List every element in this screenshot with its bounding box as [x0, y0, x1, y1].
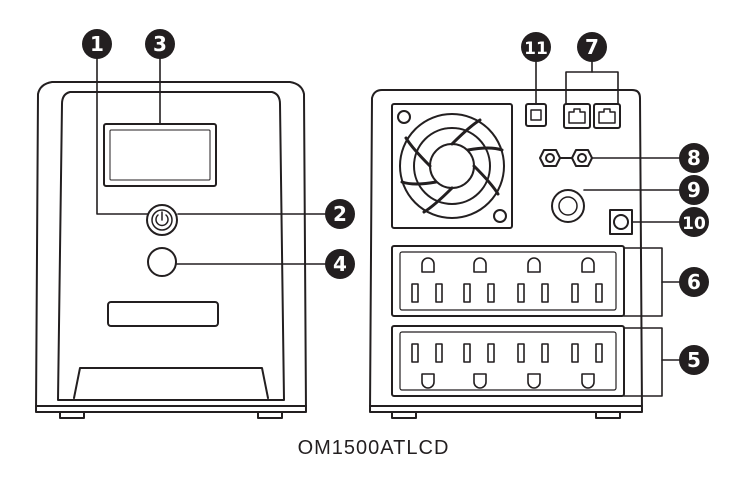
fan-grille-middle [413, 127, 491, 205]
svg-text:4: 4 [333, 252, 347, 276]
callout-7: 7 [577, 32, 607, 62]
callout-1: 1 [82, 29, 112, 59]
outlet-row-upper [411, 257, 603, 303]
svg-text:1: 1 [90, 32, 104, 56]
back-foot-right [595, 411, 621, 419]
front-label-plate [107, 301, 219, 327]
svg-text:8: 8 [687, 146, 701, 170]
usb-port-inner [530, 109, 542, 121]
svg-text:2: 2 [333, 202, 347, 226]
rj45-port-1-jack [568, 108, 586, 124]
circuit-breaker-button [558, 196, 578, 216]
leader-5 [623, 327, 663, 397]
callout-5: 5 [679, 345, 709, 375]
leader-lines [96, 57, 681, 397]
rj45-port-1 [563, 103, 591, 129]
front-foot-left [59, 411, 85, 419]
svg-text:9: 9 [687, 178, 701, 202]
svg-text:3: 3 [153, 32, 167, 56]
outlet-strip-upper [391, 245, 625, 317]
leader-1 [96, 57, 149, 215]
back-outer-shell [369, 89, 643, 413]
callout-8: 8 [679, 143, 709, 173]
callout-4: 4 [325, 249, 355, 279]
outlet-strip-upper-inner [399, 251, 617, 311]
fan-grille-outer [399, 113, 505, 219]
callout-11: 11 [521, 32, 551, 62]
circuit-breaker [551, 189, 585, 223]
leader-7 [565, 71, 619, 105]
fan-blades [400, 118, 504, 214]
callout-3: 3 [145, 29, 175, 59]
front-bezel-bottom [73, 367, 269, 399]
coax-connectors [539, 149, 593, 167]
power-button-inner [151, 209, 173, 231]
front-inner-panel [57, 91, 285, 401]
callout-2: 2 [325, 199, 355, 229]
svg-text:10: 10 [682, 214, 706, 234]
outlet-strip-lower-inner [399, 331, 617, 391]
lcd-display [103, 123, 217, 187]
leader-6 [623, 247, 663, 317]
power-button [146, 204, 178, 236]
fan-housing [391, 103, 513, 229]
svg-text:6: 6 [687, 270, 701, 294]
fan-screw-top-left [397, 110, 411, 124]
back-foot-left [391, 411, 417, 419]
rj45-port-2-jack [598, 108, 616, 124]
outlet-row-lower [411, 343, 603, 389]
svg-text:11: 11 [524, 39, 548, 59]
ground-screw [613, 214, 629, 230]
svg-text:5: 5 [687, 348, 701, 372]
lcd-button [147, 247, 177, 277]
power-icon [155, 214, 169, 227]
front-outer-shell [35, 81, 307, 413]
callouts: 1 3 2 4 11 7 8 9 [82, 29, 709, 375]
callout-10: 10 [679, 207, 709, 237]
usb-port [525, 103, 547, 127]
front-foot-right [257, 411, 283, 419]
back-view [369, 89, 643, 419]
outlet-strip-lower [391, 325, 625, 397]
callout-6: 6 [679, 267, 709, 297]
lcd-inner [109, 129, 211, 181]
fan-screw-bottom-right [493, 209, 507, 223]
callout-9: 9 [679, 175, 709, 205]
svg-text:7: 7 [585, 35, 599, 59]
front-view [35, 81, 307, 419]
model-caption: OM1500ATLCD [297, 437, 450, 459]
rj45-port-2 [593, 103, 621, 129]
